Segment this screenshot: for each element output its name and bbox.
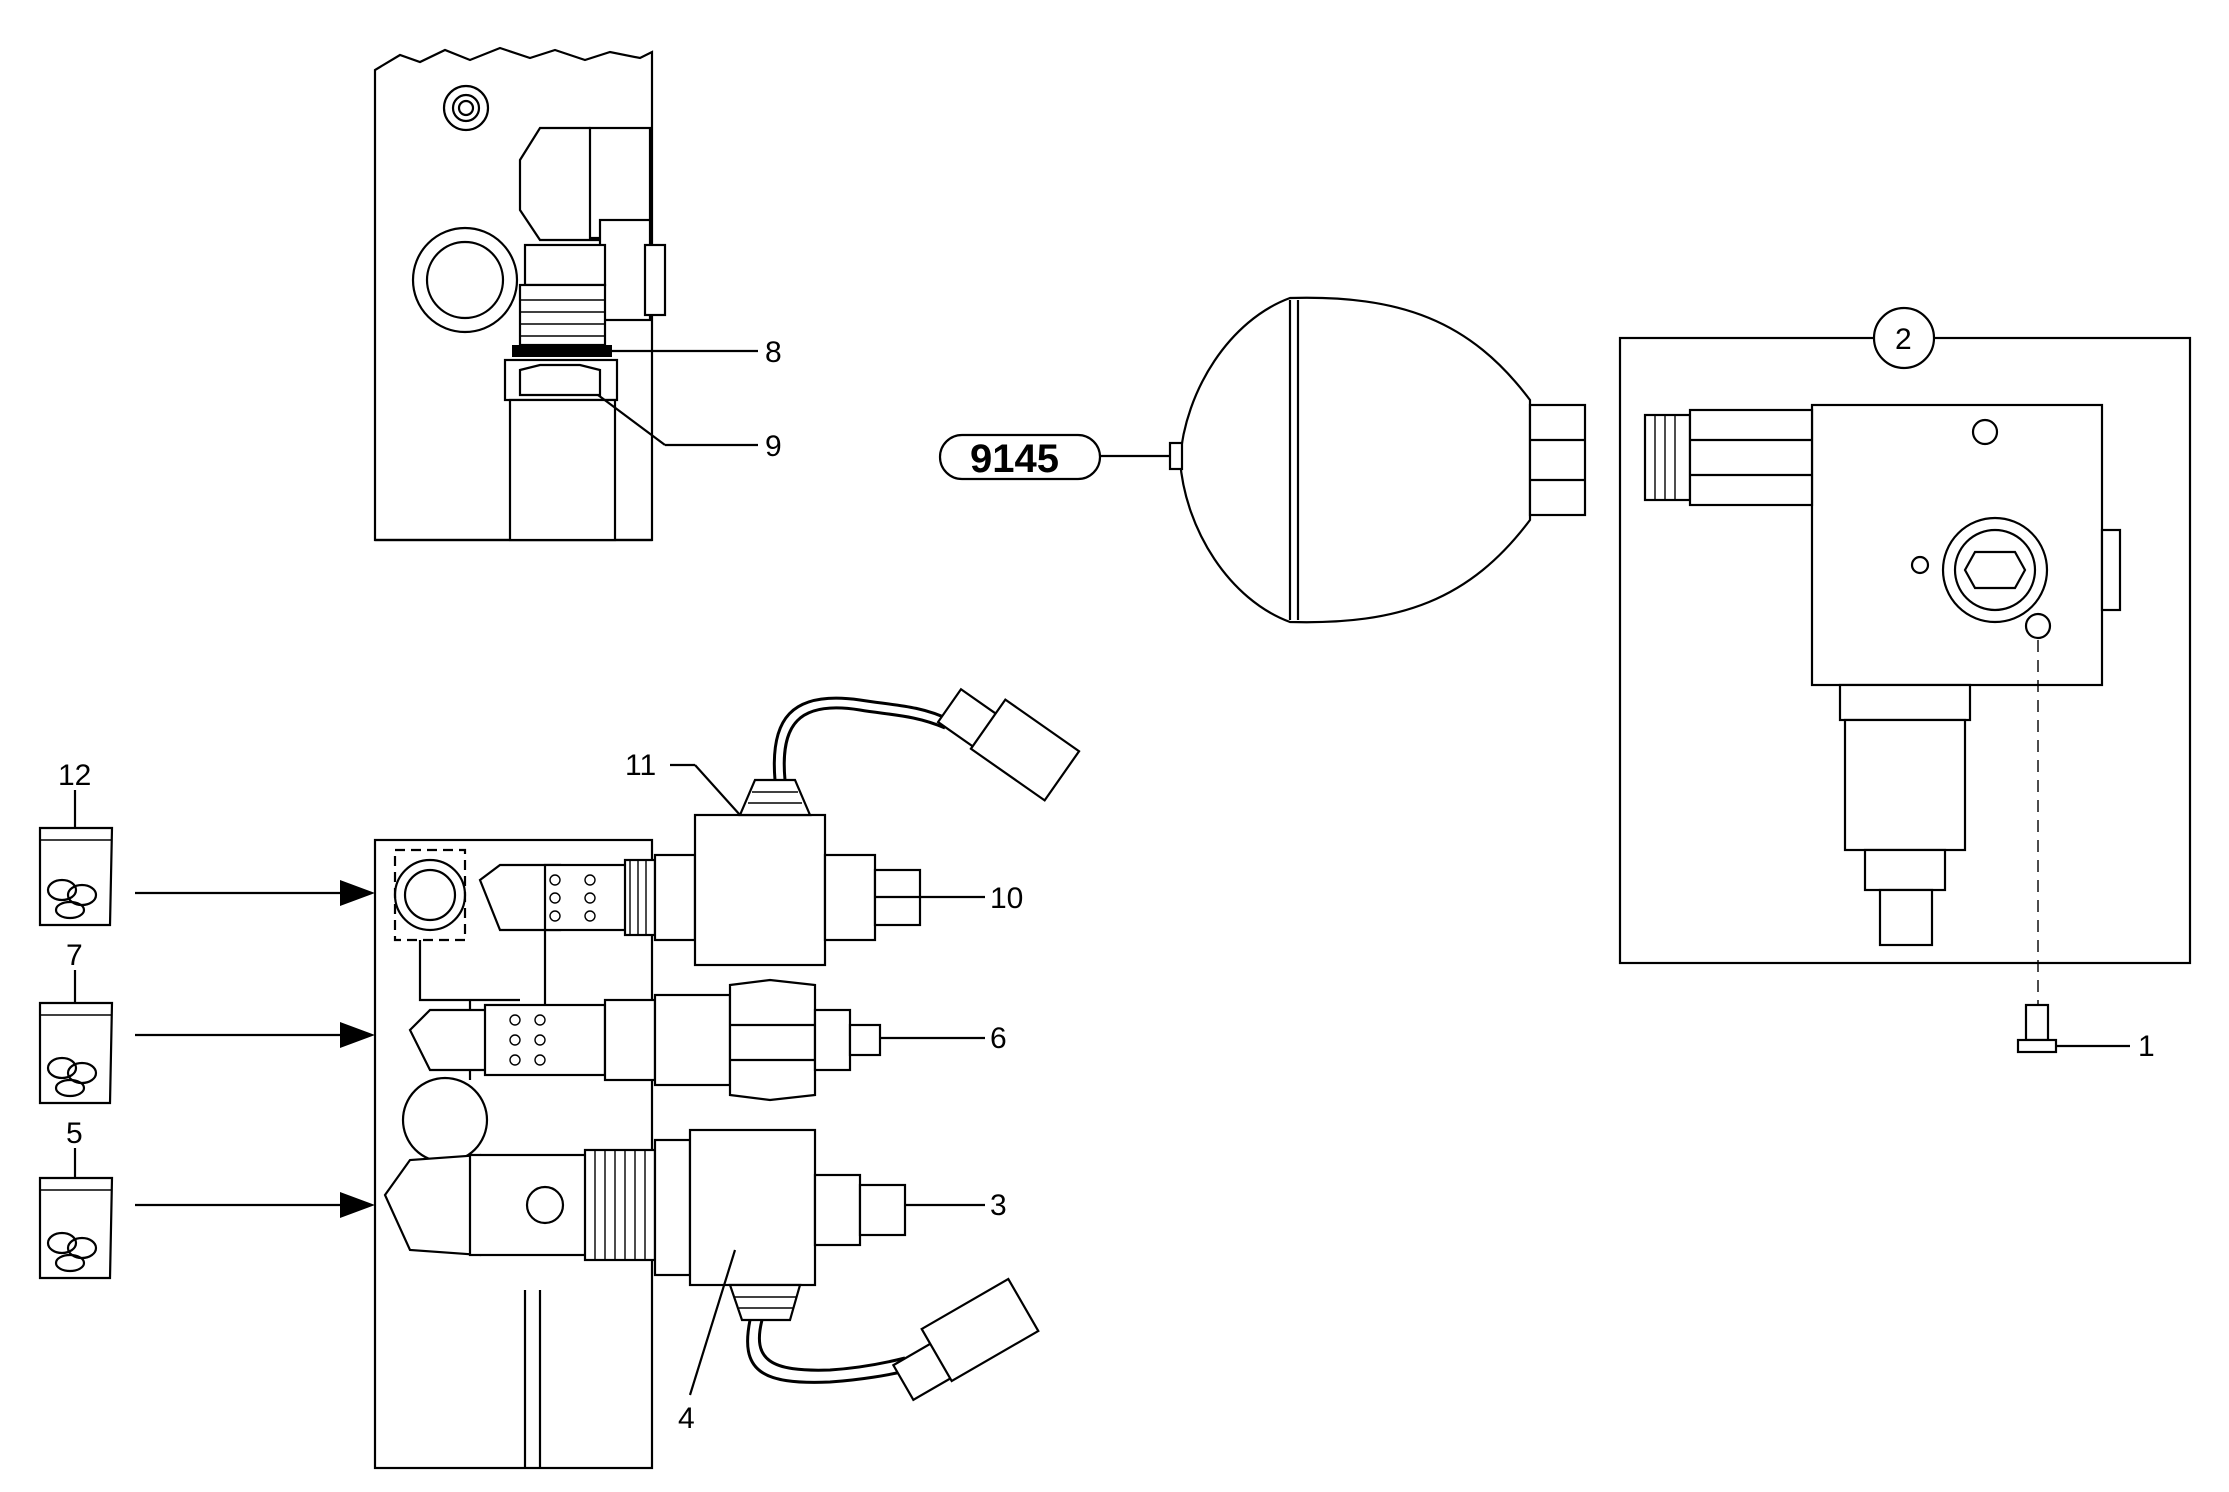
solenoid-valve-top: 10 11 xyxy=(478,687,1081,967)
callout-11: 11 xyxy=(625,749,656,782)
solenoid-valve-bottom: 3 4 xyxy=(383,1128,1040,1435)
callout-6: 6 xyxy=(990,1022,1007,1055)
callout-10: 10 xyxy=(990,882,1023,915)
relief-valve-middle: 6 xyxy=(408,978,1007,1102)
reference-tag-9145: 9145 xyxy=(970,437,1059,481)
callout-2: 2 xyxy=(1895,323,1912,356)
seal-kit-12: 12 xyxy=(38,759,375,927)
callout-8: 8 xyxy=(765,336,782,369)
valve-assembly-box: 2 1 xyxy=(1618,306,2192,1063)
accumulator: 9145 xyxy=(938,296,1587,624)
callout-7: 7 xyxy=(66,939,83,972)
callout-12: 12 xyxy=(58,759,91,792)
callout-3: 3 xyxy=(990,1189,1007,1222)
callout-1: 1 xyxy=(2138,1030,2155,1063)
callout-4: 4 xyxy=(678,1402,695,1435)
callout-5: 5 xyxy=(66,1117,83,1150)
detail-view-top: 8 9 xyxy=(373,46,782,542)
callout-9: 9 xyxy=(765,430,782,463)
seal-kit-7: 7 xyxy=(38,939,375,1105)
seal-kit-5: 5 xyxy=(38,1117,375,1280)
